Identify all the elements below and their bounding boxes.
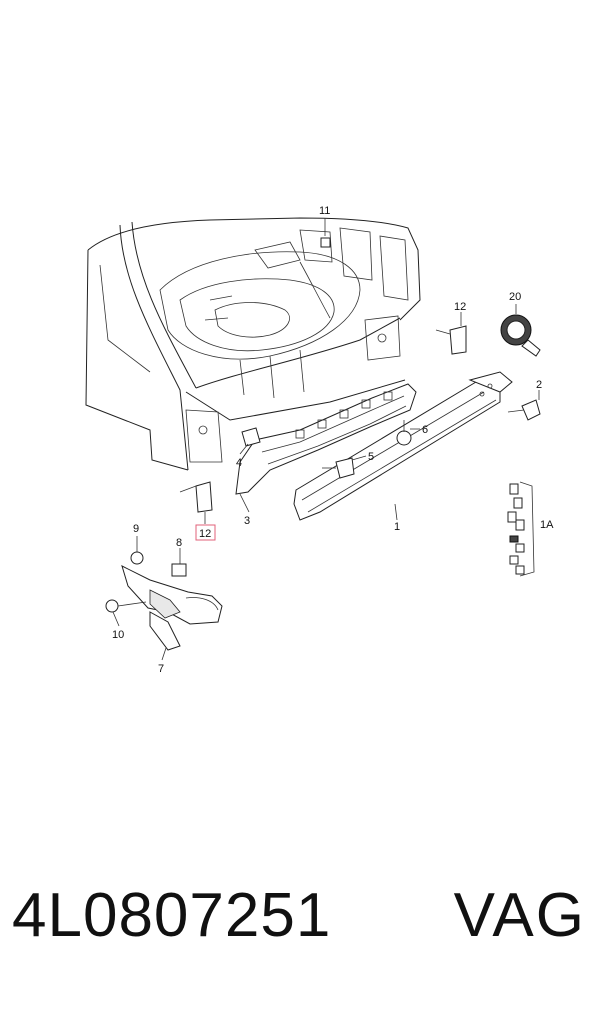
fasteners [179, 237, 541, 513]
callout-12-lower: 12 [199, 528, 211, 540]
tow-bracket-assembly [105, 551, 223, 651]
callout-labels: 11 12 20 2 6 5 4 3 1 1A 12 9 8 10 7 [112, 205, 554, 675]
callout-1a: 1A [540, 519, 554, 531]
callout-6: 6 [422, 424, 428, 436]
callout-11: 11 [319, 205, 330, 217]
callout-1: 1 [394, 521, 400, 533]
leader-lines [112, 218, 540, 661]
callout-20: 20 [509, 291, 521, 303]
bumper-reinforcement-beam [293, 371, 513, 521]
fastener-kit [507, 481, 535, 577]
brand-name: VAG [453, 881, 586, 950]
callout-12-lower-highlight [195, 524, 216, 541]
callout-12-upper: 12 [454, 301, 466, 313]
footer: 4L0807251 VAG [0, 880, 600, 990]
callout-10: 10 [112, 629, 124, 641]
part-number: 4L0807251 [12, 881, 332, 950]
callout-5: 5 [368, 451, 374, 463]
callout-2: 2 [536, 379, 542, 391]
callout-3: 3 [244, 515, 250, 527]
vehicle-rear-body [85, 217, 421, 471]
callout-9: 9 [133, 523, 139, 535]
callout-7: 7 [158, 663, 164, 675]
bumper-carrier-bracket [235, 383, 417, 495]
callout-8: 8 [176, 537, 182, 549]
exploded-parts-diagram: 11 12 20 2 6 5 4 3 1 1A 12 9 8 10 7 [85, 205, 554, 675]
callout-4: 4 [236, 457, 242, 469]
